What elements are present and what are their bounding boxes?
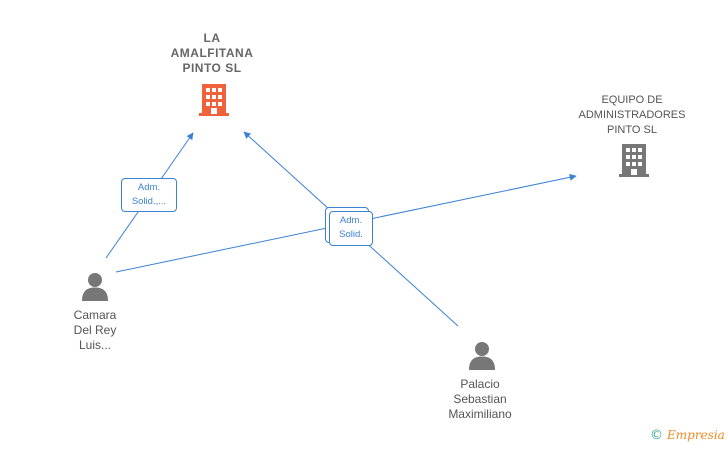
person-icon[interactable] <box>469 342 495 370</box>
brand-logo: © Empresia <box>650 428 725 443</box>
role-badge[interactable]: Adm. Solid. <box>329 211 373 246</box>
company-name[interactable]: EQUIPO DE ADMINISTRADORES PINTO SL <box>578 94 686 136</box>
person-icon[interactable] <box>82 273 108 301</box>
brand-name: Empresia <box>667 428 725 442</box>
building-icon[interactable] <box>619 144 649 177</box>
building-icon[interactable] <box>199 84 229 116</box>
person-name[interactable]: Palacio Sebastian Maximiliano <box>448 377 512 421</box>
company-name[interactable]: LA AMALFITANA PINTO SL <box>170 31 254 75</box>
copyright-symbol: © <box>650 428 663 443</box>
person-name[interactable]: Camara Del Rey Luis... <box>73 308 117 352</box>
role-badge[interactable]: Adm. Solid.,... <box>121 178 177 212</box>
